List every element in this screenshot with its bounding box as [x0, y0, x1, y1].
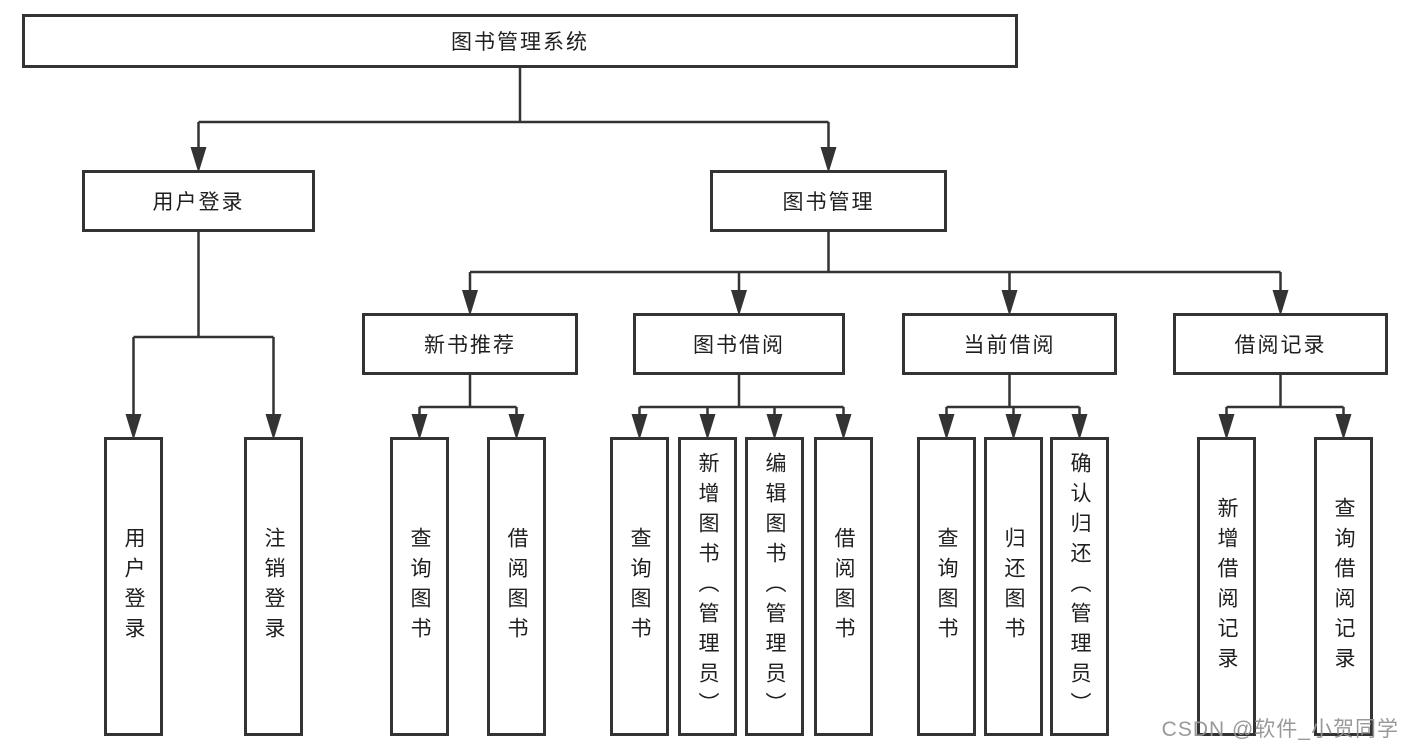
leaf-borrow-books-borrowing-label: 借阅图书: [832, 526, 855, 647]
leaf-borrow-books-recommend: 借阅图书: [487, 437, 546, 736]
node-root-label: 图书管理系统: [451, 31, 589, 54]
leaf-borrow-books-recommend-label: 借阅图书: [505, 526, 528, 647]
node-new-book-recommend: 新书推荐: [362, 313, 578, 375]
leaf-user-login: 用户登录: [104, 437, 163, 736]
leaf-query-books-recommend-label: 查询图书: [408, 526, 431, 647]
leaf-edit-book-admin: 编辑图书（管理员）: [745, 437, 804, 736]
node-book-borrowing-label: 图书借阅: [693, 334, 785, 357]
leaf-query-books-current-label: 查询图书: [935, 526, 958, 647]
node-borrowing-records-label: 借阅记录: [1234, 334, 1327, 357]
node-root: 图书管理系统: [22, 14, 1018, 68]
node-user-login-label: 用户登录: [152, 191, 245, 214]
node-book-management: 图书管理: [710, 170, 947, 232]
leaf-add-borrow-record-label: 新增借阅记录: [1215, 496, 1238, 677]
leaf-add-book-admin: 新增图书（管理员）: [678, 437, 737, 736]
node-current-borrowing-label: 当前借阅: [963, 334, 1056, 357]
node-borrowing-records: 借阅记录: [1173, 313, 1388, 375]
leaf-confirm-return-admin-label: 确认归还（管理员）: [1068, 451, 1091, 722]
node-new-book-recommend-label: 新书推荐: [424, 334, 516, 357]
node-book-management-label: 图书管理: [782, 191, 875, 214]
leaf-return-book: 归还图书: [984, 437, 1043, 736]
leaf-logout: 注销登录: [244, 437, 303, 736]
leaf-query-books-recommend: 查询图书: [390, 437, 449, 736]
node-current-borrowing: 当前借阅: [902, 313, 1117, 375]
leaf-confirm-return-admin: 确认归还（管理员）: [1050, 437, 1109, 736]
leaf-query-books-current: 查询图书: [917, 437, 976, 736]
leaf-query-books-borrowing-label: 查询图书: [628, 526, 651, 647]
leaf-borrow-books-borrowing: 借阅图书: [814, 437, 873, 736]
leaf-user-login-label: 用户登录: [122, 526, 145, 647]
node-user-login: 用户登录: [82, 170, 315, 232]
leaf-add-book-admin-label: 新增图书（管理员）: [696, 451, 719, 722]
arrowheads: [125, 147, 1352, 440]
node-book-borrowing: 图书借阅: [633, 313, 845, 375]
leaf-logout-label: 注销登录: [262, 526, 285, 647]
leaf-return-book-label: 归还图书: [1002, 526, 1025, 647]
csdn-watermark: CSDN @软件_小贺同学: [1161, 718, 1399, 741]
leaf-add-borrow-record: 新增借阅记录: [1197, 437, 1256, 736]
leaf-query-books-borrowing: 查询图书: [610, 437, 669, 736]
leaf-query-borrow-record: 查询借阅记录: [1314, 437, 1373, 736]
leaf-edit-book-admin-label: 编辑图书（管理员）: [763, 451, 786, 722]
leaf-query-borrow-record-label: 查询借阅记录: [1332, 496, 1355, 677]
